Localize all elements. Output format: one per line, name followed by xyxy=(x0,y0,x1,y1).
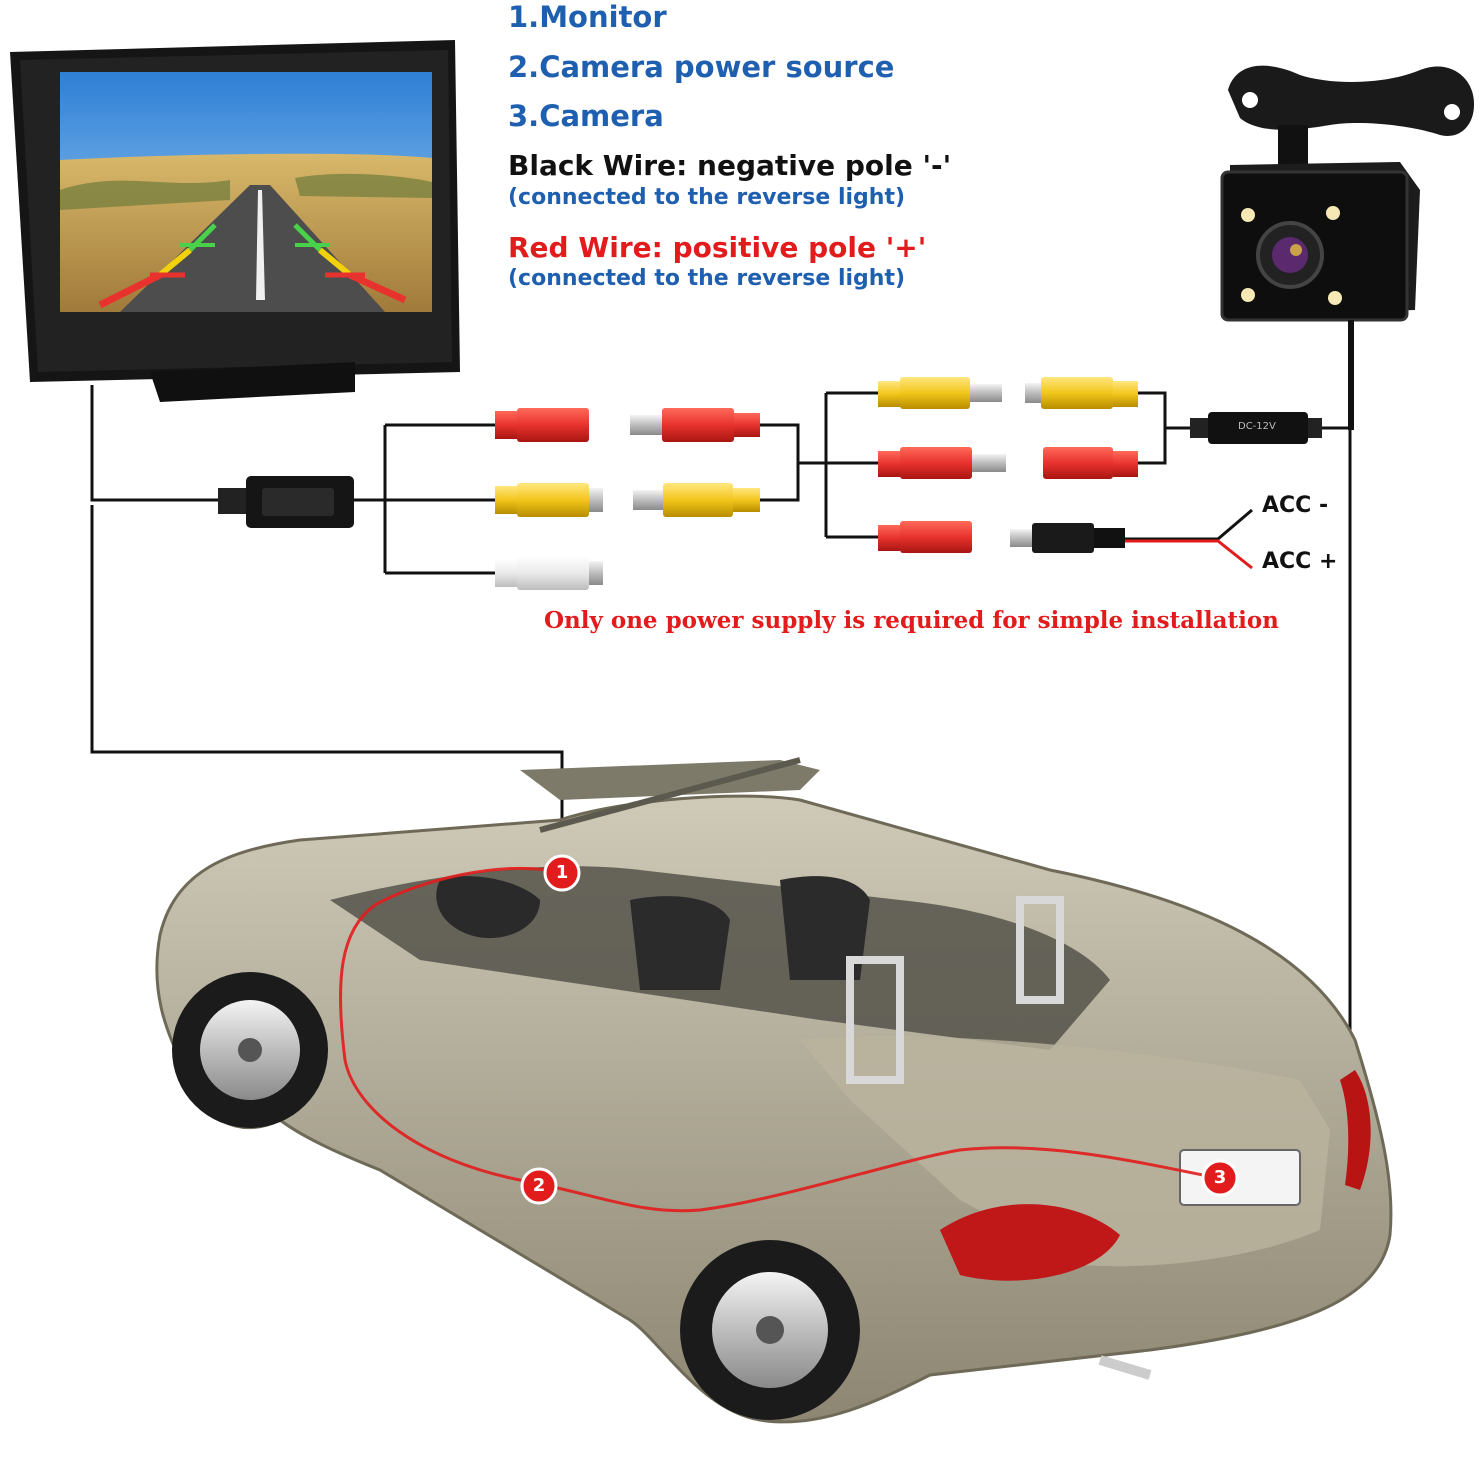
red-wire-label: Red Wire: positive pole '+' xyxy=(508,231,927,264)
rca-red-socket-icon xyxy=(1043,447,1138,479)
marker-3-label: 3 xyxy=(1213,1167,1227,1188)
rca-white-female-icon xyxy=(495,556,603,590)
legend-item-camera: 3.Camera xyxy=(508,99,664,133)
power-box-label: DC-12V xyxy=(1238,421,1276,432)
rca-yellow-plug-icon xyxy=(878,377,1002,409)
acc-red-wire xyxy=(1125,539,1253,570)
rca-yellow-socket-icon xyxy=(1025,377,1138,409)
installation-note: Only one power supply is required for si… xyxy=(544,607,1279,634)
red-wire-note: (connected to the reverse light) xyxy=(508,266,906,291)
rca-red-male-icon xyxy=(630,408,760,442)
legend-item-power-source: 2.Camera power source xyxy=(508,50,895,84)
legend-item-monitor: 1.Monitor xyxy=(508,0,667,34)
black-wire-note: (connected to the reverse light) xyxy=(508,185,906,210)
car-icon xyxy=(155,757,1393,1424)
rca-yellow-female-icon xyxy=(495,483,603,517)
rca-red-plug-icon xyxy=(878,447,1006,479)
black-wire-label: Black Wire: negative pole '-' xyxy=(508,149,952,182)
rca-red-female-icon xyxy=(495,408,589,442)
marker-2-label: 2 xyxy=(532,1175,546,1196)
marker-2 xyxy=(520,1167,558,1205)
wiring-lines xyxy=(90,385,1352,1180)
multi-connector-icon xyxy=(218,476,354,528)
rca-red-power-icon xyxy=(878,521,972,553)
dc-jack-icon xyxy=(1010,523,1125,553)
marker-3 xyxy=(1201,1159,1239,1197)
monitor-icon xyxy=(10,40,460,402)
camera-icon xyxy=(1220,65,1475,430)
acc-plus-label: ACC + xyxy=(1262,549,1338,574)
acc-minus-label: ACC - xyxy=(1262,493,1329,518)
marker-1 xyxy=(543,854,581,892)
dc-power-box-icon xyxy=(1190,412,1322,444)
rca-yellow-male-icon xyxy=(633,483,760,517)
marker-1-label: 1 xyxy=(555,862,569,883)
